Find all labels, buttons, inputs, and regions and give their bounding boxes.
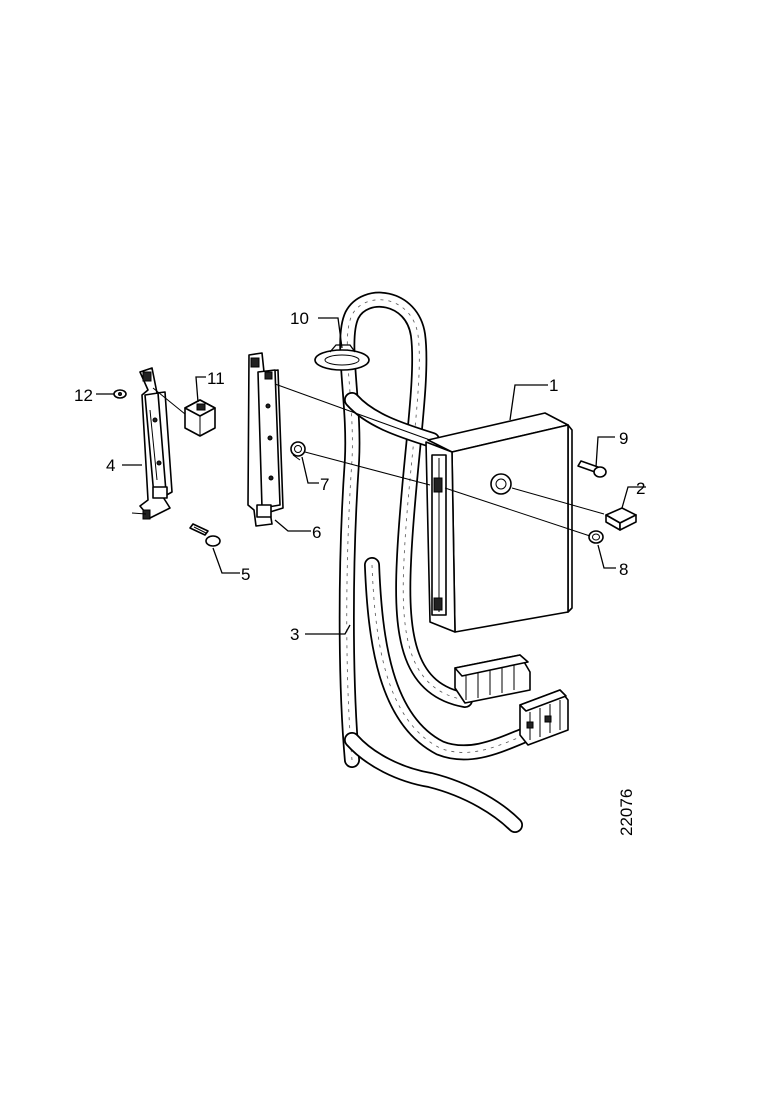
callout-7: 7 xyxy=(320,475,329,494)
mounting-bracket xyxy=(139,367,173,520)
clip-2 xyxy=(605,507,637,531)
leader-lines xyxy=(96,317,646,635)
callout-11: 11 xyxy=(207,369,225,388)
harness-connector-upper xyxy=(454,654,531,704)
cable-grommet xyxy=(314,344,370,371)
nut-7 xyxy=(290,441,306,461)
callout-1: 1 xyxy=(549,376,558,395)
callout-4: 4 xyxy=(106,456,115,475)
callout-6: 6 xyxy=(312,523,321,542)
callout-2: 2 xyxy=(636,479,645,498)
callout-8: 8 xyxy=(619,560,628,579)
callout-labels: 1 2 3 4 5 6 7 8 9 10 11 12 xyxy=(74,309,645,644)
alignment-lines xyxy=(131,383,605,537)
callout-12: 12 xyxy=(74,386,93,405)
bracket-plate xyxy=(247,352,284,527)
screw-9 xyxy=(577,460,607,478)
callout-5: 5 xyxy=(241,565,250,584)
callout-9: 9 xyxy=(619,429,628,448)
clip xyxy=(184,399,216,437)
wiring-harness xyxy=(338,291,569,833)
harness-connector-lower xyxy=(519,689,569,746)
control-unit xyxy=(425,412,573,633)
drawing-number: 22076 xyxy=(617,789,636,836)
nut-12 xyxy=(113,389,127,399)
screw-5 xyxy=(189,523,221,547)
nut-8 xyxy=(588,530,604,544)
callout-10: 10 xyxy=(290,309,309,328)
callout-3: 3 xyxy=(290,625,299,644)
